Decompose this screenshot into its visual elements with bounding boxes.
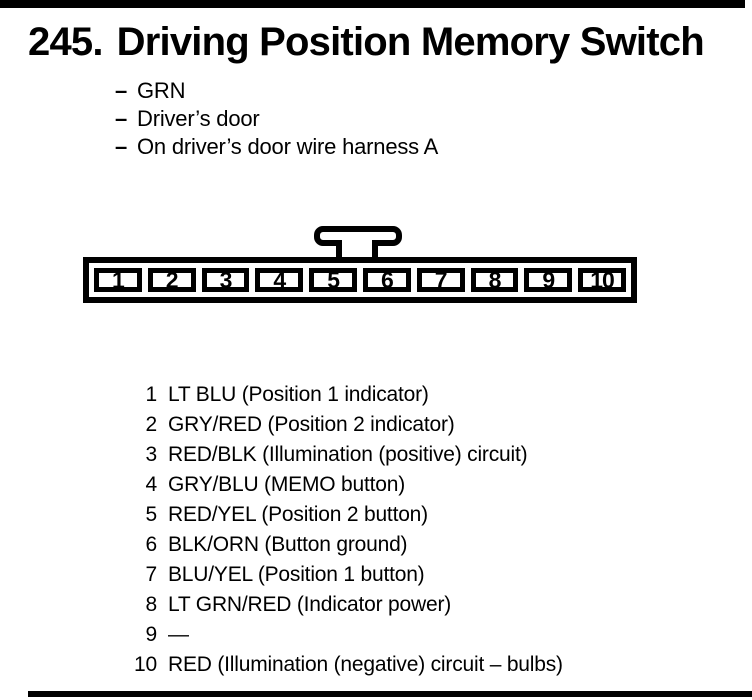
connector-pin-cell: 6	[362, 267, 411, 293]
pinout-row: 10 RED (Illumination (negative) circuit …	[120, 650, 563, 680]
pin-number: 6	[145, 533, 158, 556]
pinout-row: 8 LT GRN/RED (Indicator power)	[120, 590, 563, 620]
pinout-row: 7 BLU/YEL (Position 1 button)	[120, 560, 563, 590]
pin-description: LT BLU (Position 1 indicator)	[168, 383, 429, 406]
title-text: Driving Position Memory Switch	[116, 20, 705, 64]
pin-description: GRY/BLU (MEMO button)	[168, 473, 405, 496]
pinout-row: 3 RED/BLK (Illumination (positive) circu…	[120, 440, 563, 470]
pin-number: 7	[145, 563, 158, 586]
spec-item-text: Driver’s door	[137, 106, 260, 131]
spec-item-text: On driver’s door wire harness A	[137, 134, 439, 159]
connector-pin-cell: 2	[147, 267, 196, 293]
pin-number: 8	[145, 593, 158, 616]
connector-diagram: 1 2 3 4 5 6 7 8 9 10	[83, 257, 637, 303]
connector-pin-cell: 4	[255, 267, 304, 293]
page-rule-bottom	[28, 691, 752, 697]
spec-list: – GRN – Driver’s door – On driver’s door…	[115, 77, 438, 161]
pin-description: BLU/YEL (Position 1 button)	[168, 563, 425, 586]
dash-bullet-icon: –	[115, 78, 128, 103]
pinout-row: 5 RED/YEL (Position 2 button)	[120, 500, 563, 530]
pinout-row: 4 GRY/BLU (MEMO button)	[120, 470, 563, 500]
spec-item: – On driver’s door wire harness A	[115, 133, 438, 161]
pin-number: 9	[145, 623, 158, 646]
pin-number: 5	[145, 503, 158, 526]
pin-description: —	[168, 623, 189, 646]
pin-number: 3	[145, 443, 158, 466]
connector-pin-cell: 5	[309, 267, 357, 293]
connector-pin-cell: 9	[524, 267, 573, 293]
pin-description: GRY/RED (Position 2 indicator)	[168, 413, 455, 436]
pinout-list: 1 LT BLU (Position 1 indicator) 2 GRY/RE…	[120, 380, 563, 680]
pinout-row: 9 —	[120, 620, 563, 650]
pin-number: 10	[134, 653, 157, 676]
pinout-row: 1 LT BLU (Position 1 indicator)	[120, 380, 563, 410]
connector-pin-cell: 8	[470, 267, 519, 293]
page-title: 245. Driving Position Memory Switch	[28, 20, 705, 65]
connector-pin-cell: 3	[201, 267, 250, 293]
pin-number: 4	[145, 473, 158, 496]
page-rule-top	[0, 0, 745, 8]
pinout-row: 2 GRY/RED (Position 2 indicator)	[120, 410, 563, 440]
connector-latch-stem-icon	[336, 240, 378, 257]
pin-number: 1	[145, 383, 158, 406]
pinout-row: 6 BLK/ORN (Button ground)	[120, 530, 563, 560]
dash-bullet-icon: –	[115, 134, 128, 159]
spec-item: – Driver’s door	[115, 105, 438, 133]
pin-description: LT GRN/RED (Indicator power)	[168, 593, 452, 616]
spec-item: – GRN	[115, 77, 438, 105]
pin-description: RED (Illumination (negative) circuit – b…	[168, 653, 563, 676]
pin-description: RED/YEL (Position 2 button)	[168, 503, 428, 526]
connector-pin-cell: 10	[578, 267, 626, 293]
pin-number: 2	[145, 413, 158, 436]
pin-description: BLK/ORN (Button ground)	[168, 533, 408, 556]
pin-description: RED/BLK (Illumination (positive) circuit…	[168, 443, 528, 466]
connector-pin-cell: 7	[416, 267, 465, 293]
dash-bullet-icon: –	[115, 106, 128, 131]
title-number: 245.	[28, 20, 103, 64]
spec-item-text: GRN	[137, 78, 186, 103]
connector-pin-cell: 1	[94, 267, 142, 293]
